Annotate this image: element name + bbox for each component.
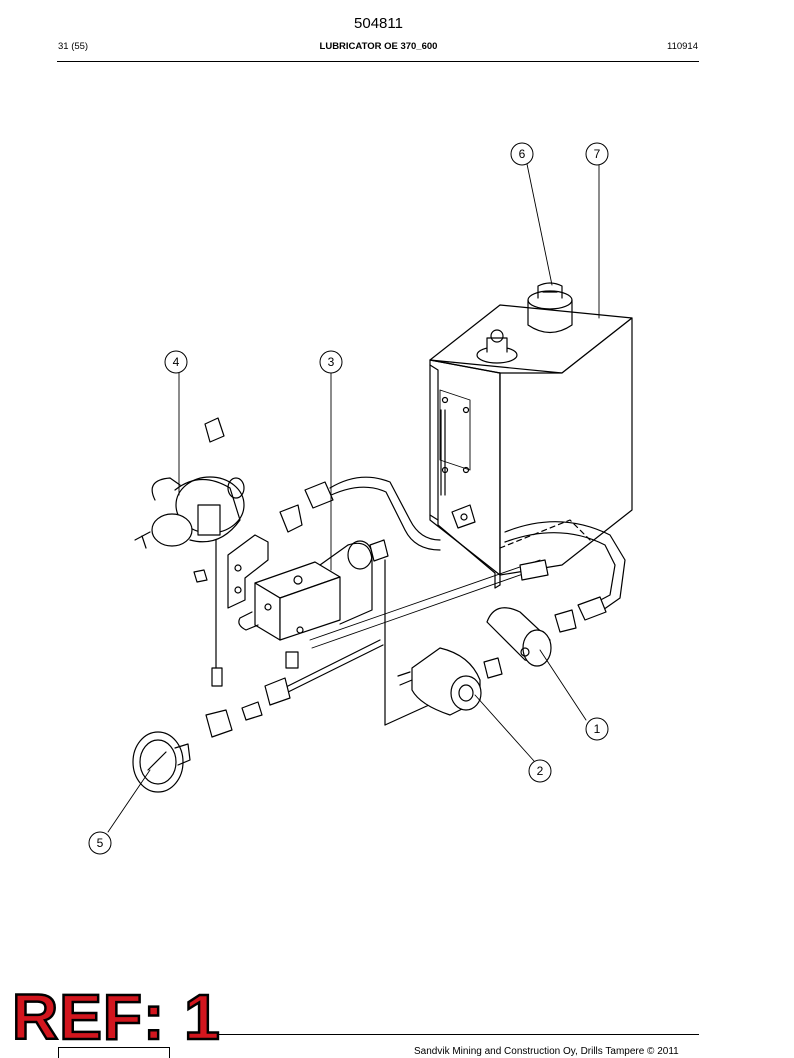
callout-1-circle: [585, 717, 609, 741]
filter-cone: [486, 607, 552, 667]
page-number: 31 (55): [58, 41, 89, 52]
callout-6: 6: [519, 147, 526, 161]
callout-4-circle: [164, 350, 188, 374]
document-date: 110914: [667, 41, 698, 52]
footer-rule: [200, 1034, 699, 1035]
solenoid-valve: [397, 647, 482, 716]
callout-4: 4: [173, 355, 180, 369]
pressure-regulator: [134, 417, 303, 609]
callout-2: 2: [537, 764, 544, 778]
header-rule: [57, 61, 699, 62]
leader-lines: [107, 163, 600, 833]
hose-lines: [264, 476, 626, 726]
callout-5-circle: [88, 831, 112, 855]
ref-stamp: REF: 1: [11, 981, 221, 1053]
fittings: [205, 539, 577, 738]
callout-7: 7: [594, 147, 601, 161]
callout-6-circle: [510, 142, 534, 166]
callout-1: 1: [594, 722, 601, 736]
callout-3: 3: [328, 355, 335, 369]
pump-unit: [238, 540, 373, 641]
oil-tank: [429, 282, 633, 589]
callout-3-circle: [319, 350, 343, 374]
document-number: 504811: [354, 15, 403, 32]
callout-markers: [88, 142, 609, 855]
page-title: LUBRICATOR OE 370_600: [319, 41, 438, 52]
callout-5: 5: [97, 836, 104, 850]
callout-2-circle: [528, 759, 552, 783]
callout-7-circle: [585, 142, 609, 166]
footer-copyright: Sandvik Mining and Construction Oy, Dril…: [414, 1046, 679, 1057]
